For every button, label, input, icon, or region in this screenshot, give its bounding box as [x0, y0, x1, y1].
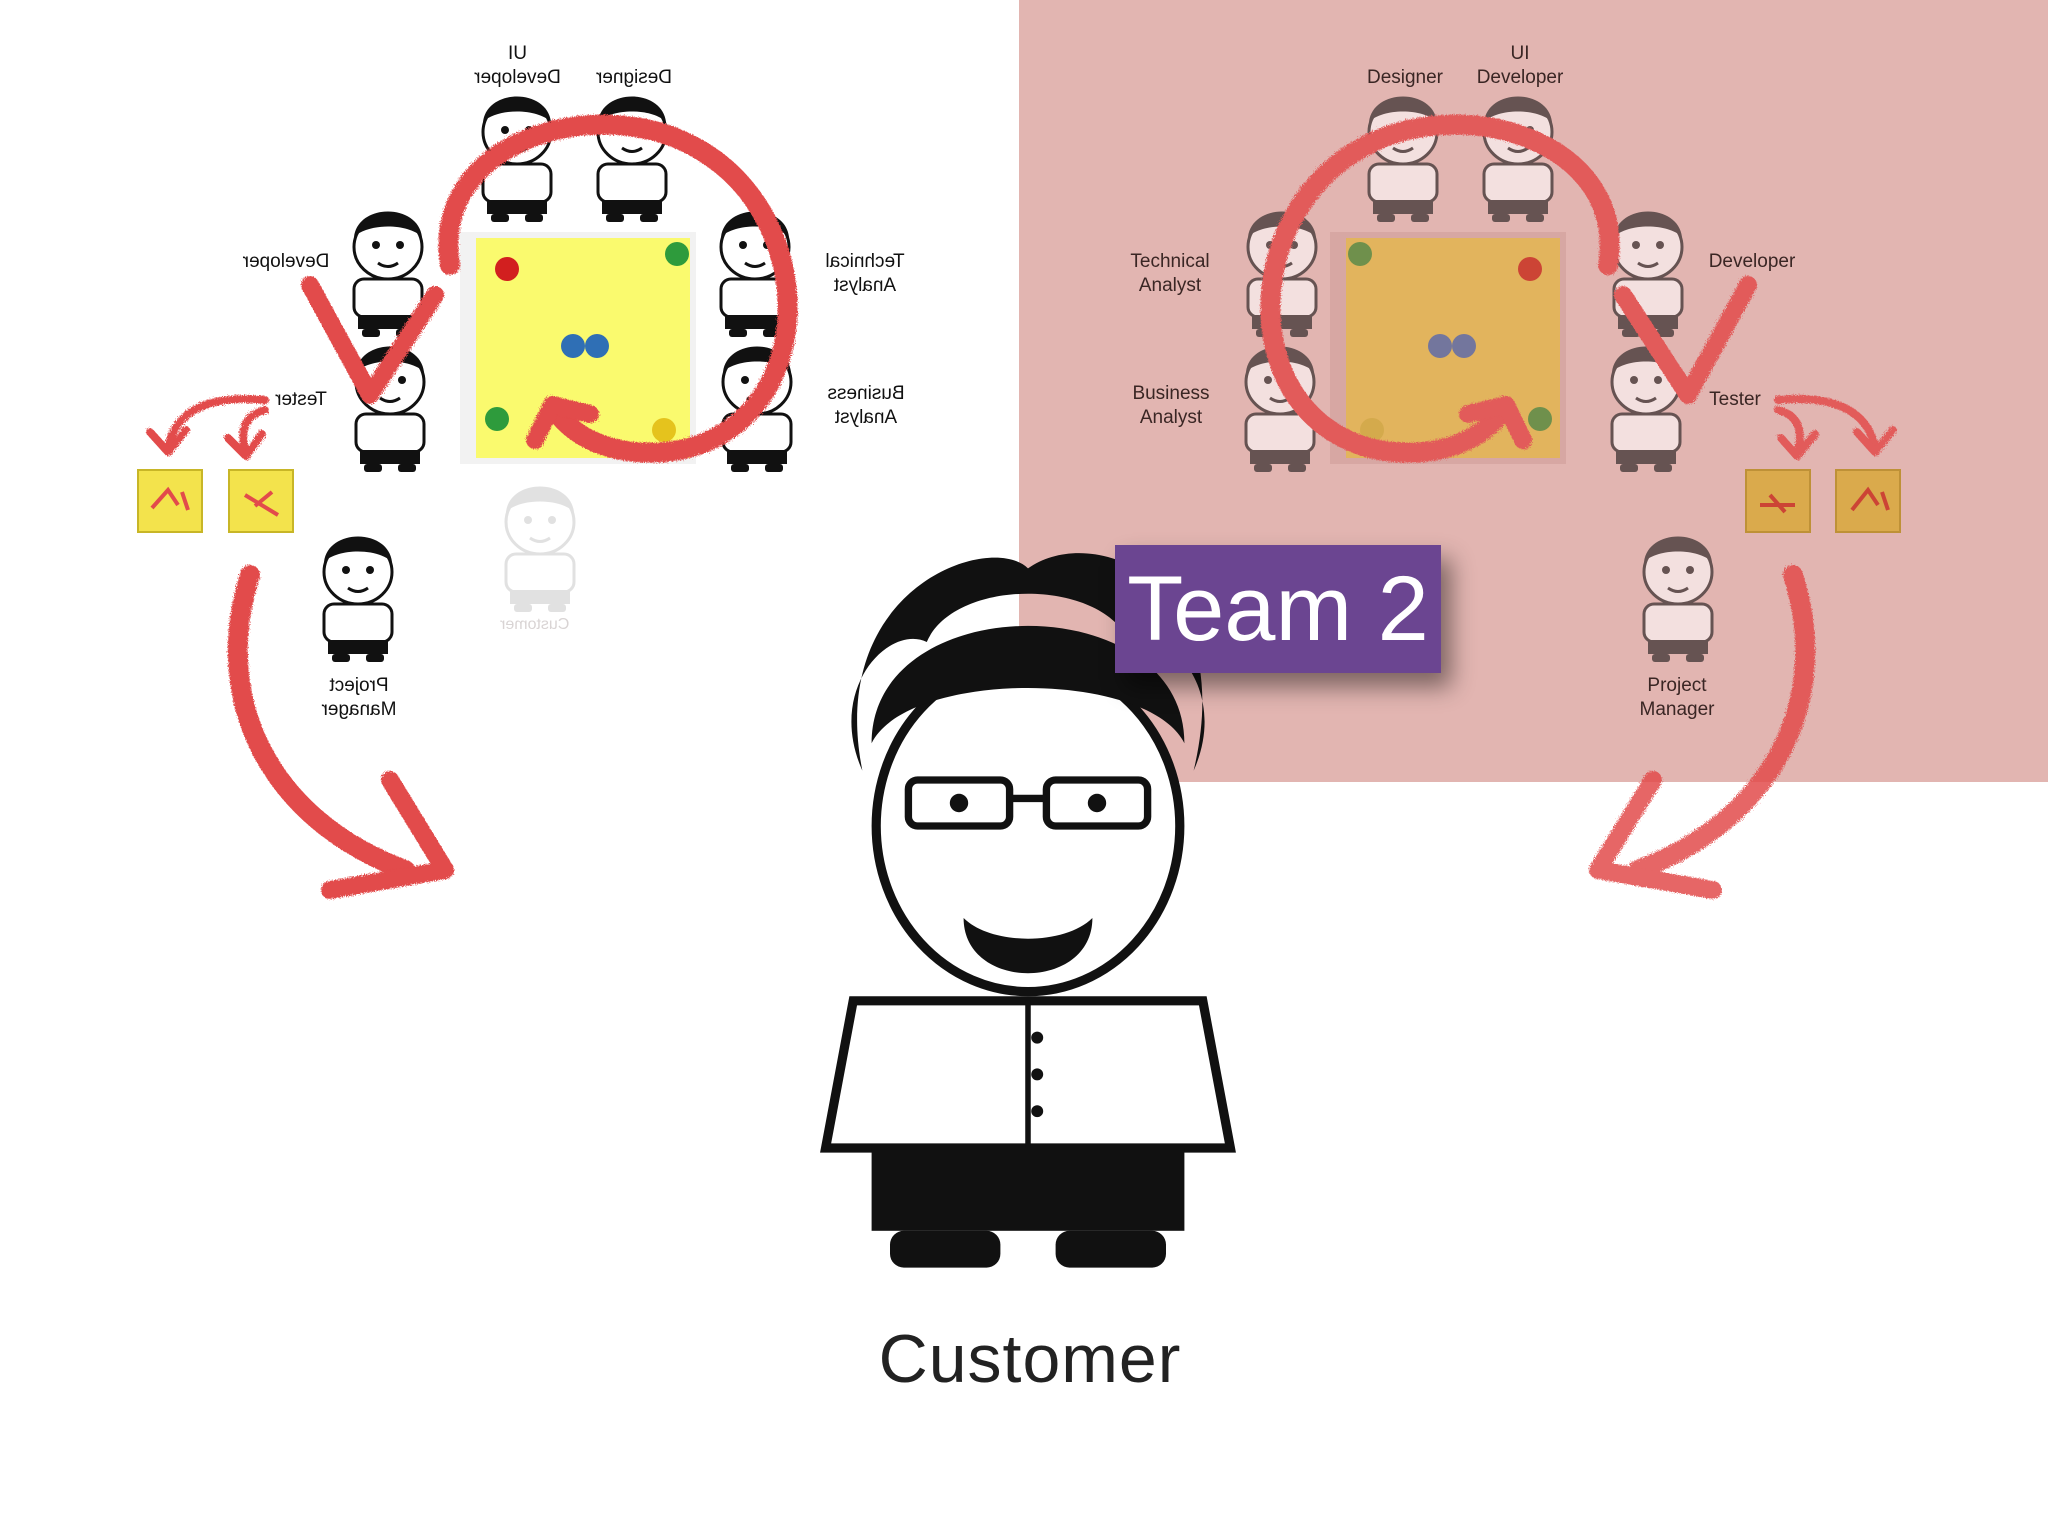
- team2-badge: Team 2: [1115, 545, 1441, 673]
- team2-cycle-arrow: [1260, 114, 1620, 463]
- team1-arrows: [146, 114, 798, 899]
- team1-project-manager-label: Project Manager: [321, 675, 397, 720]
- team1-split-arrowhead: [224, 430, 266, 460]
- team2-ui-developer-label: UI Developer: [1476, 43, 1564, 88]
- team1-split-arrow: [164, 395, 269, 452]
- team1-ghost-customer-label: Customer: [500, 616, 570, 633]
- team1-green-pin: [665, 242, 689, 266]
- team2-green-pin: [1528, 407, 1552, 431]
- team1-ghost-customer-figure: [504, 485, 576, 614]
- team1-split-arrow: [239, 406, 269, 454]
- team2-developer-label: Developer: [1708, 251, 1796, 272]
- team1-cycle-arrowhead: [526, 396, 599, 449]
- team2-designer-figure: [1367, 95, 1439, 224]
- team1-to-customer-arrowhead: [321, 771, 454, 899]
- team1-business-analyst-label: Business Analyst: [827, 383, 905, 428]
- team2-ui-developer-figure: [1482, 95, 1554, 224]
- team2-blue-pin: [1428, 334, 1452, 358]
- team2-tester-label: Tester: [1709, 389, 1761, 410]
- team2-split-arrowhead: [1777, 430, 1819, 460]
- team2-technical-analyst-label: Technical Analyst: [1130, 251, 1210, 296]
- team2-group: [1244, 95, 1901, 899]
- team1-technical-analyst-label: Technical Analyst: [825, 251, 905, 296]
- team1-developer-label: Developer: [242, 251, 330, 272]
- team2-to-customer-arrowhead: [1589, 771, 1722, 899]
- team2-arrows: [1260, 114, 1897, 899]
- team2-split-arrowhead: [1853, 426, 1897, 456]
- team2-split-arrow: [1774, 406, 1804, 454]
- team1-small-note: [137, 469, 203, 533]
- team2-green-pin: [1348, 242, 1372, 266]
- team1-yellow-pin: [652, 418, 676, 442]
- team1-red-pin: [495, 257, 519, 281]
- team1-to-customer-arrow: [227, 565, 415, 880]
- team2-cycle-arrowhead: [1459, 396, 1532, 449]
- team1-cycle-tail-v: [301, 276, 444, 404]
- team1-group: [137, 95, 798, 899]
- team2-split-arrow: [1774, 395, 1879, 452]
- team2-project-manager-label: Project Manager: [1639, 675, 1715, 720]
- team1-project-manager-figure: [322, 535, 394, 664]
- team2-cycle-tail-v: [1614, 276, 1757, 404]
- team2-small-note: [1745, 469, 1811, 533]
- team2-designer-label: Designer: [1366, 67, 1444, 88]
- team2-business-analyst-label: Business Analyst: [1132, 383, 1210, 428]
- team1-green-pin: [485, 407, 509, 431]
- team2-small-note: [1835, 469, 1901, 533]
- team1-blue-pin: [561, 334, 585, 358]
- team2-project-manager-figure: [1642, 535, 1714, 664]
- team2-to-customer-arrow: [1628, 565, 1816, 880]
- team1-cycle-arrow: [438, 114, 798, 463]
- team1-small-note: [228, 469, 294, 533]
- team1-split-arrowhead: [146, 426, 190, 456]
- team1-blue-pin: [585, 334, 609, 358]
- customer-label: Customer: [878, 1321, 1182, 1397]
- team2-yellow-pin: [1360, 418, 1384, 442]
- team1-ui-developer-label: UI Developer: [474, 43, 561, 88]
- team1-tester-label: Tester: [275, 389, 327, 410]
- team1-designer-label: Designer: [595, 67, 673, 88]
- team2-blue-pin: [1452, 334, 1476, 358]
- team2-red-pin: [1518, 257, 1542, 281]
